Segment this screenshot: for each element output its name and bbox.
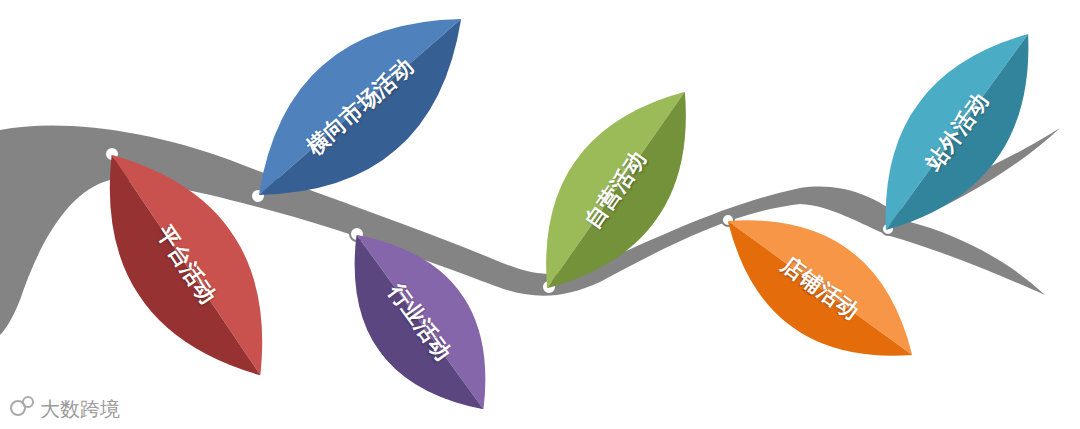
leaf-label: 行业活动: [382, 278, 458, 367]
leaf-half: [259, 19, 498, 237]
leaf-half: [547, 92, 726, 317]
leaf-node: 站外活动: [847, 6, 1067, 258]
watermark-logo: [11, 397, 33, 415]
logo-ring: [23, 397, 33, 407]
leaf-label: 店铺活动: [776, 250, 865, 326]
leaf-label: 平台活动: [149, 220, 223, 310]
leaf-label: 站外活动: [919, 88, 995, 177]
watermark: 大数跨境: [40, 396, 120, 423]
leaf-node: 行业活动: [316, 205, 524, 429]
leaf-label: 横向市场活动: [300, 52, 419, 161]
leaf-text-holder: 站外活动: [847, 6, 1067, 258]
leaf-text-holder: 自营活动: [506, 63, 726, 317]
leaf-half: [65, 155, 260, 407]
leaf-node: 自营活动: [506, 63, 726, 317]
leaf-text-holder: 行业活动: [316, 205, 524, 429]
leaf-label: 自营活动: [578, 145, 653, 234]
leaf-half: [316, 235, 483, 429]
leaf-half: [700, 221, 913, 394]
leaf-half: [886, 34, 1067, 258]
